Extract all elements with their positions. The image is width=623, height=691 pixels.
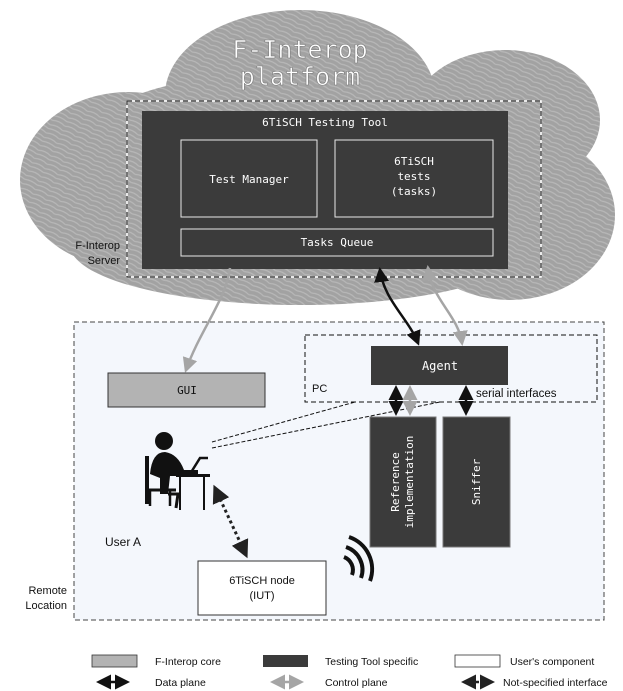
node-label-line2: (IUT) xyxy=(249,590,274,602)
server-label-line2: Server xyxy=(88,255,121,267)
test-manager-label: Test Manager xyxy=(209,173,289,186)
gui-label: GUI xyxy=(177,384,197,397)
test-manager-box xyxy=(180,139,318,218)
testing-tool-title: 6TiSCH Testing Tool xyxy=(262,116,388,129)
tasks-queue-box xyxy=(180,228,494,257)
sniffer-box xyxy=(442,416,511,548)
legend-core-label: F-Interop core xyxy=(155,656,221,668)
sniffer-label: Sniffer xyxy=(470,458,483,505)
tests-label-line3: (tasks) xyxy=(391,185,437,198)
legend-tool-label: Testing Tool specific xyxy=(325,656,418,668)
tasks-queue-label: Tasks Queue xyxy=(301,236,374,249)
remote-label-line2: Location xyxy=(25,600,67,612)
legend-unspecified-label: Not-specified interface xyxy=(503,677,608,689)
node-label-line1: 6TiSCH node xyxy=(229,575,295,587)
legend-user-swatch xyxy=(454,654,501,668)
reference-implementation-box xyxy=(369,416,437,548)
platform-title-line1: F-Interop xyxy=(232,35,367,64)
platform-title-line2: platform xyxy=(240,62,360,91)
user-icon xyxy=(145,432,210,510)
legend-control-label: Control plane xyxy=(325,677,388,689)
user-label: User A xyxy=(105,535,141,549)
tests-label-line2: tests xyxy=(397,170,430,183)
control-plane-tasks-to-agent xyxy=(422,265,468,346)
server-label-line1: F-Interop xyxy=(75,240,120,252)
legend-user-label: User's component xyxy=(510,656,594,668)
serial-interfaces-label: serial interfaces xyxy=(476,388,557,400)
unspecified-user-to-node xyxy=(212,484,249,559)
tests-box xyxy=(334,139,494,218)
gui-box xyxy=(107,372,266,408)
agent-label: Agent xyxy=(422,359,458,373)
tisch-node-box xyxy=(197,560,327,616)
remote-label-line1: Remote xyxy=(28,585,67,597)
legend: F-Interop core Testing Tool specific Use… xyxy=(91,654,608,690)
reference-label-line1: Reference xyxy=(389,452,402,512)
legend-data-label: Data plane xyxy=(155,677,206,689)
wireless-icon xyxy=(343,535,375,582)
data-plane-tasks-to-agent xyxy=(374,267,421,346)
testing-tool-box xyxy=(142,111,508,269)
reference-label-line2: implementation xyxy=(403,436,416,529)
user-to-pc-line-upper xyxy=(211,401,356,443)
agent-box xyxy=(371,346,508,385)
control-plane-tasks-to-gui xyxy=(182,267,232,373)
legend-tool-swatch xyxy=(263,655,308,667)
pc-label: PC xyxy=(312,383,327,395)
legend-core-swatch xyxy=(91,654,138,668)
tests-label-line1: 6TiSCH xyxy=(394,155,434,168)
